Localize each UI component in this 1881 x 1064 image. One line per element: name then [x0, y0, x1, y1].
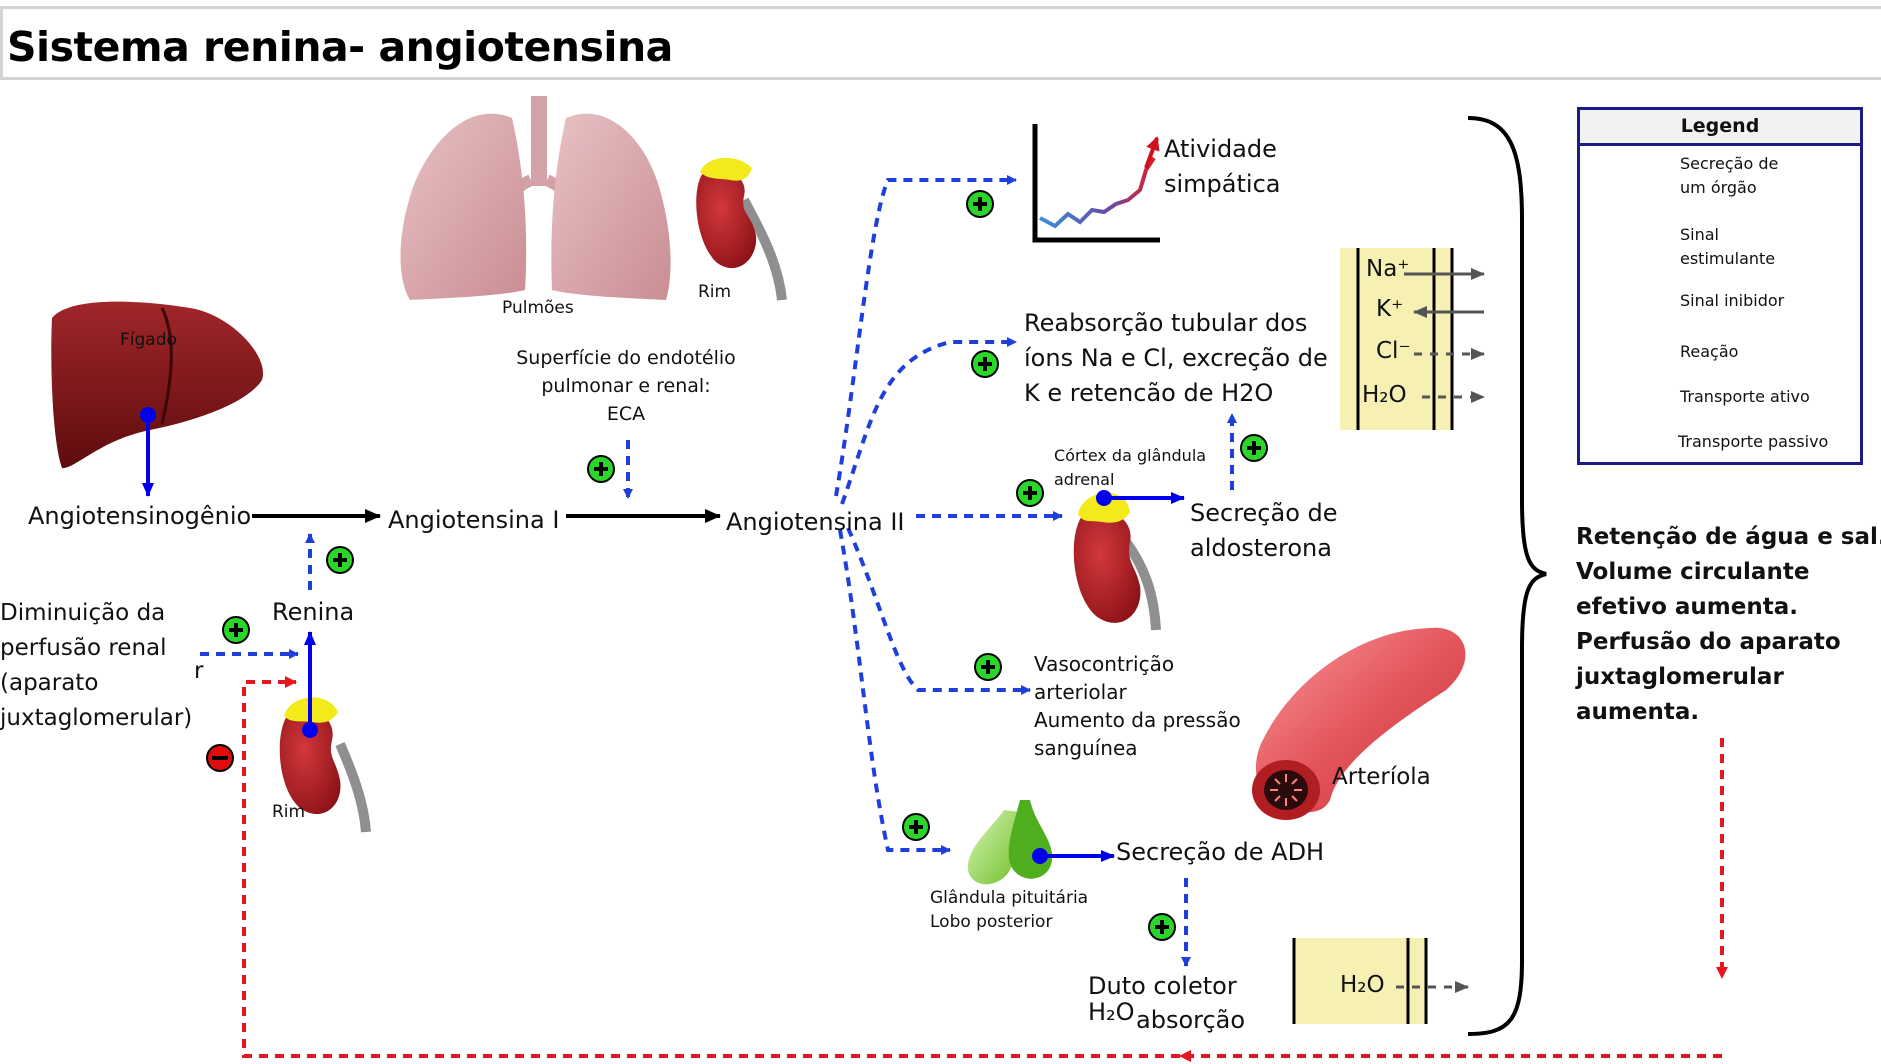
label-diminuicao-2: perfusão renal — [0, 635, 167, 661]
label-arteriola: Arteríola — [1332, 764, 1431, 790]
legend-estimulante-line2: estimulante — [1680, 249, 1776, 268]
label-atividade-2: simpática — [1164, 170, 1281, 198]
inhibitory-signal — [242, 676, 1728, 1062]
plus-icon — [1148, 913, 1176, 941]
legend-transporte-ativo: Transporte ativo — [1680, 387, 1810, 406]
legend-reacao: Reação — [1680, 342, 1739, 361]
label-vaso-2: arteriolar — [1034, 680, 1127, 704]
title-bar: Sistema renina- angiotensina — [0, 6, 1881, 80]
label-rim-bottom: Rim — [272, 802, 306, 822]
legend: Legend — [1577, 107, 1863, 465]
label-ion-h2o: H₂O — [1362, 382, 1407, 408]
label-duto-h2o: H₂O — [1088, 998, 1135, 1026]
label-cortex-1: Córtex da glândula — [1054, 446, 1207, 465]
label-diminuicao-1: Diminuição da — [0, 600, 166, 626]
legend-secrecao-line1: Secreção de — [1680, 154, 1779, 173]
pituitary-illustration — [967, 800, 1053, 885]
label-aldosterona-1: Secreção de — [1190, 499, 1338, 527]
label-renina: Renina — [272, 598, 355, 626]
label-superficie-1: Superfície do endotélio — [516, 347, 736, 369]
label-reabsorcao-1: Reabsorção tubular dos — [1024, 309, 1308, 337]
plus-icon — [587, 455, 615, 483]
label-duto: Duto coletor — [1088, 972, 1237, 1000]
label-pituitaria-2: Lobo posterior — [930, 912, 1053, 932]
summary-line-2: Volume circulante — [1576, 559, 1810, 585]
label-superficie-3: ECA — [606, 403, 646, 425]
label-stray-r: r — [194, 658, 204, 684]
label-vaso-4: sanguínea — [1034, 736, 1138, 760]
arteriole-illustration — [1252, 627, 1466, 820]
label-vaso-3: Aumento da pressão — [1034, 708, 1241, 732]
plus-icon — [1016, 479, 1044, 507]
summary-brace — [1467, 116, 1547, 1036]
plus-icon — [222, 616, 250, 644]
label-diminuicao-3: (aparato — [0, 670, 99, 696]
label-diminuicao-4: juxtaglomerular) — [0, 705, 193, 731]
ion-membrane-top — [1340, 248, 1485, 430]
label-rim-top: Rim — [698, 282, 732, 302]
label-reabsorcao-2: íons Na e Cl, excreção de — [1024, 344, 1328, 372]
kidney-adrenal-illustration — [1073, 492, 1161, 631]
legend-title: Legend — [1580, 110, 1860, 146]
summary-line-4: Perfusão do aparato — [1576, 629, 1841, 655]
label-pituitaria-1: Glândula pituitária — [930, 888, 1089, 908]
label-duto-absorcao: absorção — [1136, 1006, 1246, 1034]
summary-line-6: aumenta. — [1576, 699, 1700, 725]
label-figado: Fígado — [120, 330, 177, 350]
page-title: Sistema renina- angiotensina — [7, 23, 673, 71]
plus-icon — [966, 190, 994, 218]
plus-icon — [326, 546, 354, 574]
label-reabsorcao-3: K e retencão de H2O — [1024, 379, 1274, 407]
label-angiotensina-2: Angiotensina II — [726, 508, 905, 536]
plus-badges — [222, 190, 1268, 941]
plus-icon — [971, 350, 999, 378]
label-adh: Secreção de ADH — [1116, 838, 1325, 866]
label-ion-h2o-bottom: H₂O — [1340, 972, 1385, 998]
secretion-arrows — [140, 407, 1185, 864]
summary-line-1: Retenção de água e sal. — [1576, 524, 1881, 550]
label-ion-na: Na⁺ — [1366, 256, 1410, 282]
label-superficie-2: pulmonar e renal: — [541, 375, 711, 397]
liver-illustration — [51, 301, 264, 469]
summary-line-3: efetivo aumenta. — [1576, 594, 1798, 620]
label-pulmoes: Pulmões — [502, 298, 574, 318]
legend-inibidor: Sinal inibidor — [1680, 291, 1785, 310]
activity-chart-icon — [1032, 124, 1160, 243]
legend-transporte-passivo: Transporte passivo — [1678, 432, 1829, 451]
label-vaso-1: Vasocontrição — [1034, 652, 1175, 676]
kidney-top-illustration — [696, 157, 787, 301]
label-aldosterona-2: aldosterona — [1190, 534, 1332, 562]
ion-membrane-bottom — [1292, 938, 1469, 1024]
label-ion-k: K⁺ — [1376, 296, 1404, 322]
label-angiotensina-1: Angiotensina I — [388, 506, 560, 534]
label-ion-cl: Cl⁻ — [1376, 338, 1411, 364]
kidney-bottom-illustration — [279, 697, 371, 833]
minus-icon — [206, 744, 234, 772]
label-angiotensinogenio: Angiotensinogênio — [28, 502, 252, 530]
plus-icon — [902, 813, 930, 841]
stimulating-signals — [200, 175, 1237, 967]
plus-icon — [974, 653, 1002, 681]
plus-icon — [1240, 434, 1268, 462]
label-atividade-1: Atividade — [1164, 135, 1277, 163]
lungs-illustration — [400, 96, 671, 300]
legend-estimulante-line1: Sinal — [1680, 225, 1719, 244]
legend-secrecao-line2: um órgão — [1680, 178, 1757, 197]
label-cortex-2: adrenal — [1054, 470, 1115, 489]
summary-line-5: juxtaglomerular — [1576, 664, 1784, 690]
